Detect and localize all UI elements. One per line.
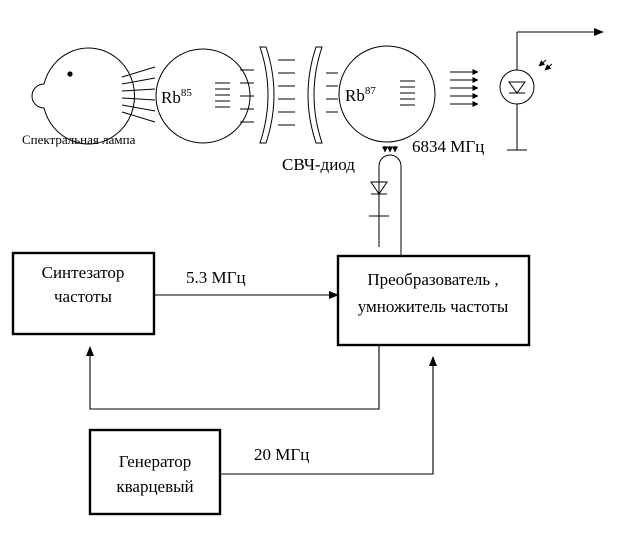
synthesizer-block: Синтезатор частоты [11,251,156,336]
freq-6834-label: 6834 МГц [412,137,484,156]
rays-lens-to-rb87 [326,72,338,113]
generator-line-2: кварцевый [116,477,193,496]
freq-20-label: 20 МГц [254,445,309,464]
converter-line-1: Преобразователь , [367,270,498,289]
rb87-lines [400,80,415,106]
lamp-label: Спектральная лампа [22,132,136,147]
spectral-lamp: Спектральная лампа [22,47,136,147]
microwave-diode [369,146,402,256]
synthesizer-line-2: частоты [54,287,113,306]
lamp-dot [67,71,73,77]
generator-to-converter-line [220,356,437,475]
feedback-line [86,345,380,410]
converter-line-2: умножитель частоты [358,297,509,316]
photodiode-icon [499,28,604,151]
rb87-cell: Rb87 [338,45,436,143]
lens-icon [259,46,275,144]
rb85-lines [215,82,230,108]
converter-block: Преобразователь , умножитель частоты [336,254,531,347]
rays-rb87-to-photodiode [450,69,479,107]
generator-block: Генератор кварцевый [88,428,222,516]
svch-diode-label: СВЧ-диод [282,155,355,174]
rb85-cell: Rb85 [155,48,251,144]
rb87-label: Rb87 [345,85,376,105]
lamp-bulb-icon [31,47,135,145]
coupling-loop [378,154,402,256]
generator-line-1: Генератор [119,452,192,471]
diode-icon [370,181,388,195]
rb85-label: Rb85 [161,87,192,107]
freq-53-label: 5.3 МГц [186,268,246,287]
lens-icon [307,46,323,144]
rays-between-lenses [278,59,295,126]
synthesizer-line-1: Синтезатор [42,263,125,282]
rays-rb85-to-lens [240,69,254,123]
rays-lamp-to-rb85 [121,66,156,123]
